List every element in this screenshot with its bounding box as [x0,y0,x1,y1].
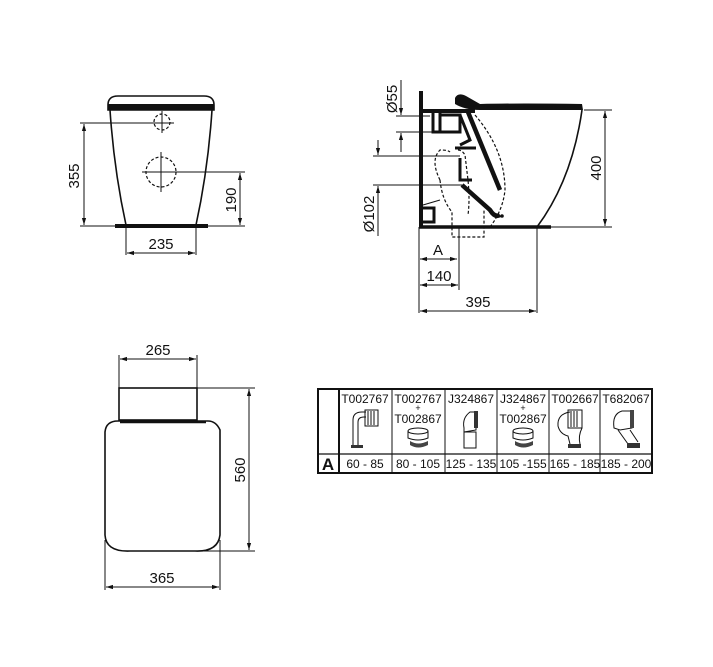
dim-395: 395 [465,294,490,311]
offset-elbow-connector-icon [557,409,583,448]
dim-265: 265 [145,342,170,359]
front-seat-band [108,104,214,110]
top-view: 265 560 365 [104,342,255,590]
connector-code: T002667 [551,392,599,406]
dim-diameter-55: Ø55 [384,85,401,113]
connector-code: J324867 [448,392,494,406]
top-cistern-back [118,387,198,421]
dim-560: 560 [232,457,249,482]
table-column: J324867 + T002867 105 -155 [499,392,547,471]
connector-code: T002867 [499,412,547,426]
connector-table: A T002767 60 - 85 T002767 + T002867 80 -… [317,388,653,474]
dim-235: 235 [148,236,173,253]
elbow-connector-icon [351,409,379,448]
top-seat-outline [104,420,221,552]
dim-A: A [433,242,443,259]
extension-ring-icon [407,427,429,448]
dim-190: 190 [223,187,240,212]
dim-400: 400 [588,155,605,180]
table-column: J324867 125 - 135 [446,392,497,471]
connector-range: 125 - 135 [446,457,497,471]
extension-ring-icon [512,427,534,448]
short-offset-connector-icon [463,411,478,449]
connector-range: 60 - 85 [346,457,384,471]
dim-355: 355 [66,163,83,188]
connector-range: 80 - 105 [396,457,440,471]
table-column: T682067 185 - 200 [601,392,652,471]
table-column: T002767 60 - 85 [341,392,389,471]
table-column: T002667 165 - 185 [550,392,601,471]
front-view: 355 190 235 [66,95,245,256]
connector-range: 165 - 185 [550,457,601,471]
connector-range: 105 -155 [499,457,547,471]
dim-diameter-102: Ø102 [361,196,378,233]
angled-offset-connector-icon [613,410,640,448]
side-bowl-front [536,109,583,228]
dim-140: 140 [426,268,451,285]
connector-code: T002867 [394,412,442,426]
connector-code: J324867 [500,392,546,406]
side-view: Ø55 Ø102 400 A 140 395 [361,80,612,314]
connector-code: T002767 [394,392,442,406]
plus-sign: + [520,403,525,413]
table-column: T002767 + T002867 80 - 105 [394,392,442,471]
connector-range: 185 - 200 [601,457,652,471]
table-row-label-A: A [322,455,334,474]
connector-code: T682067 [602,392,650,406]
dim-365: 365 [149,570,174,587]
connector-code: T002767 [341,392,389,406]
plus-sign: + [415,403,420,413]
